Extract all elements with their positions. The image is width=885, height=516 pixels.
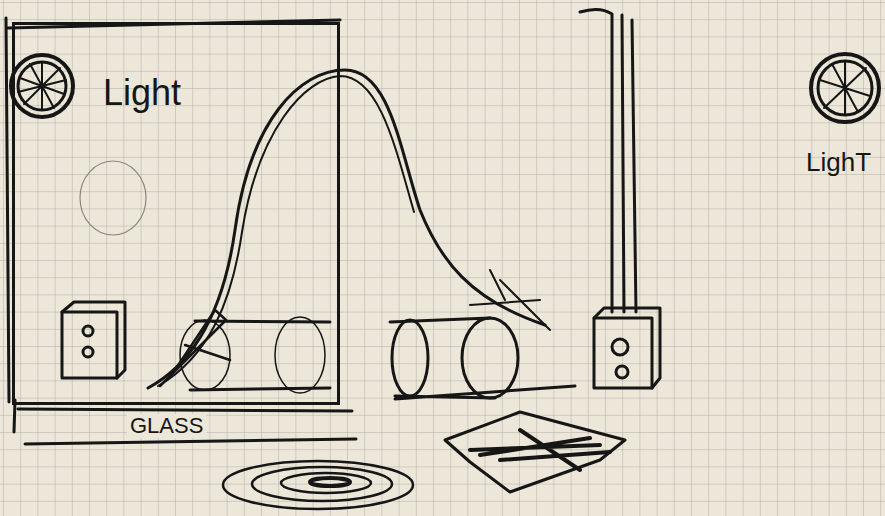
faint-circle bbox=[80, 161, 146, 235]
pipe bbox=[580, 9, 636, 312]
lamp-curve bbox=[148, 70, 550, 388]
light-label: Light bbox=[103, 73, 181, 113]
light-label: LighT bbox=[806, 148, 871, 177]
cylinder bbox=[180, 317, 330, 393]
spiral bbox=[223, 461, 413, 509]
cylinder bbox=[390, 318, 575, 399]
scribble bbox=[445, 412, 625, 492]
glass-label: GLASS bbox=[127, 414, 206, 438]
window-frame: LightGLASS bbox=[12, 22, 340, 405]
light-fixture bbox=[11, 55, 73, 117]
frame-strokes bbox=[6, 18, 356, 444]
outlet-box bbox=[594, 308, 660, 388]
light-fixture bbox=[811, 54, 879, 122]
outlet-box bbox=[62, 302, 125, 378]
